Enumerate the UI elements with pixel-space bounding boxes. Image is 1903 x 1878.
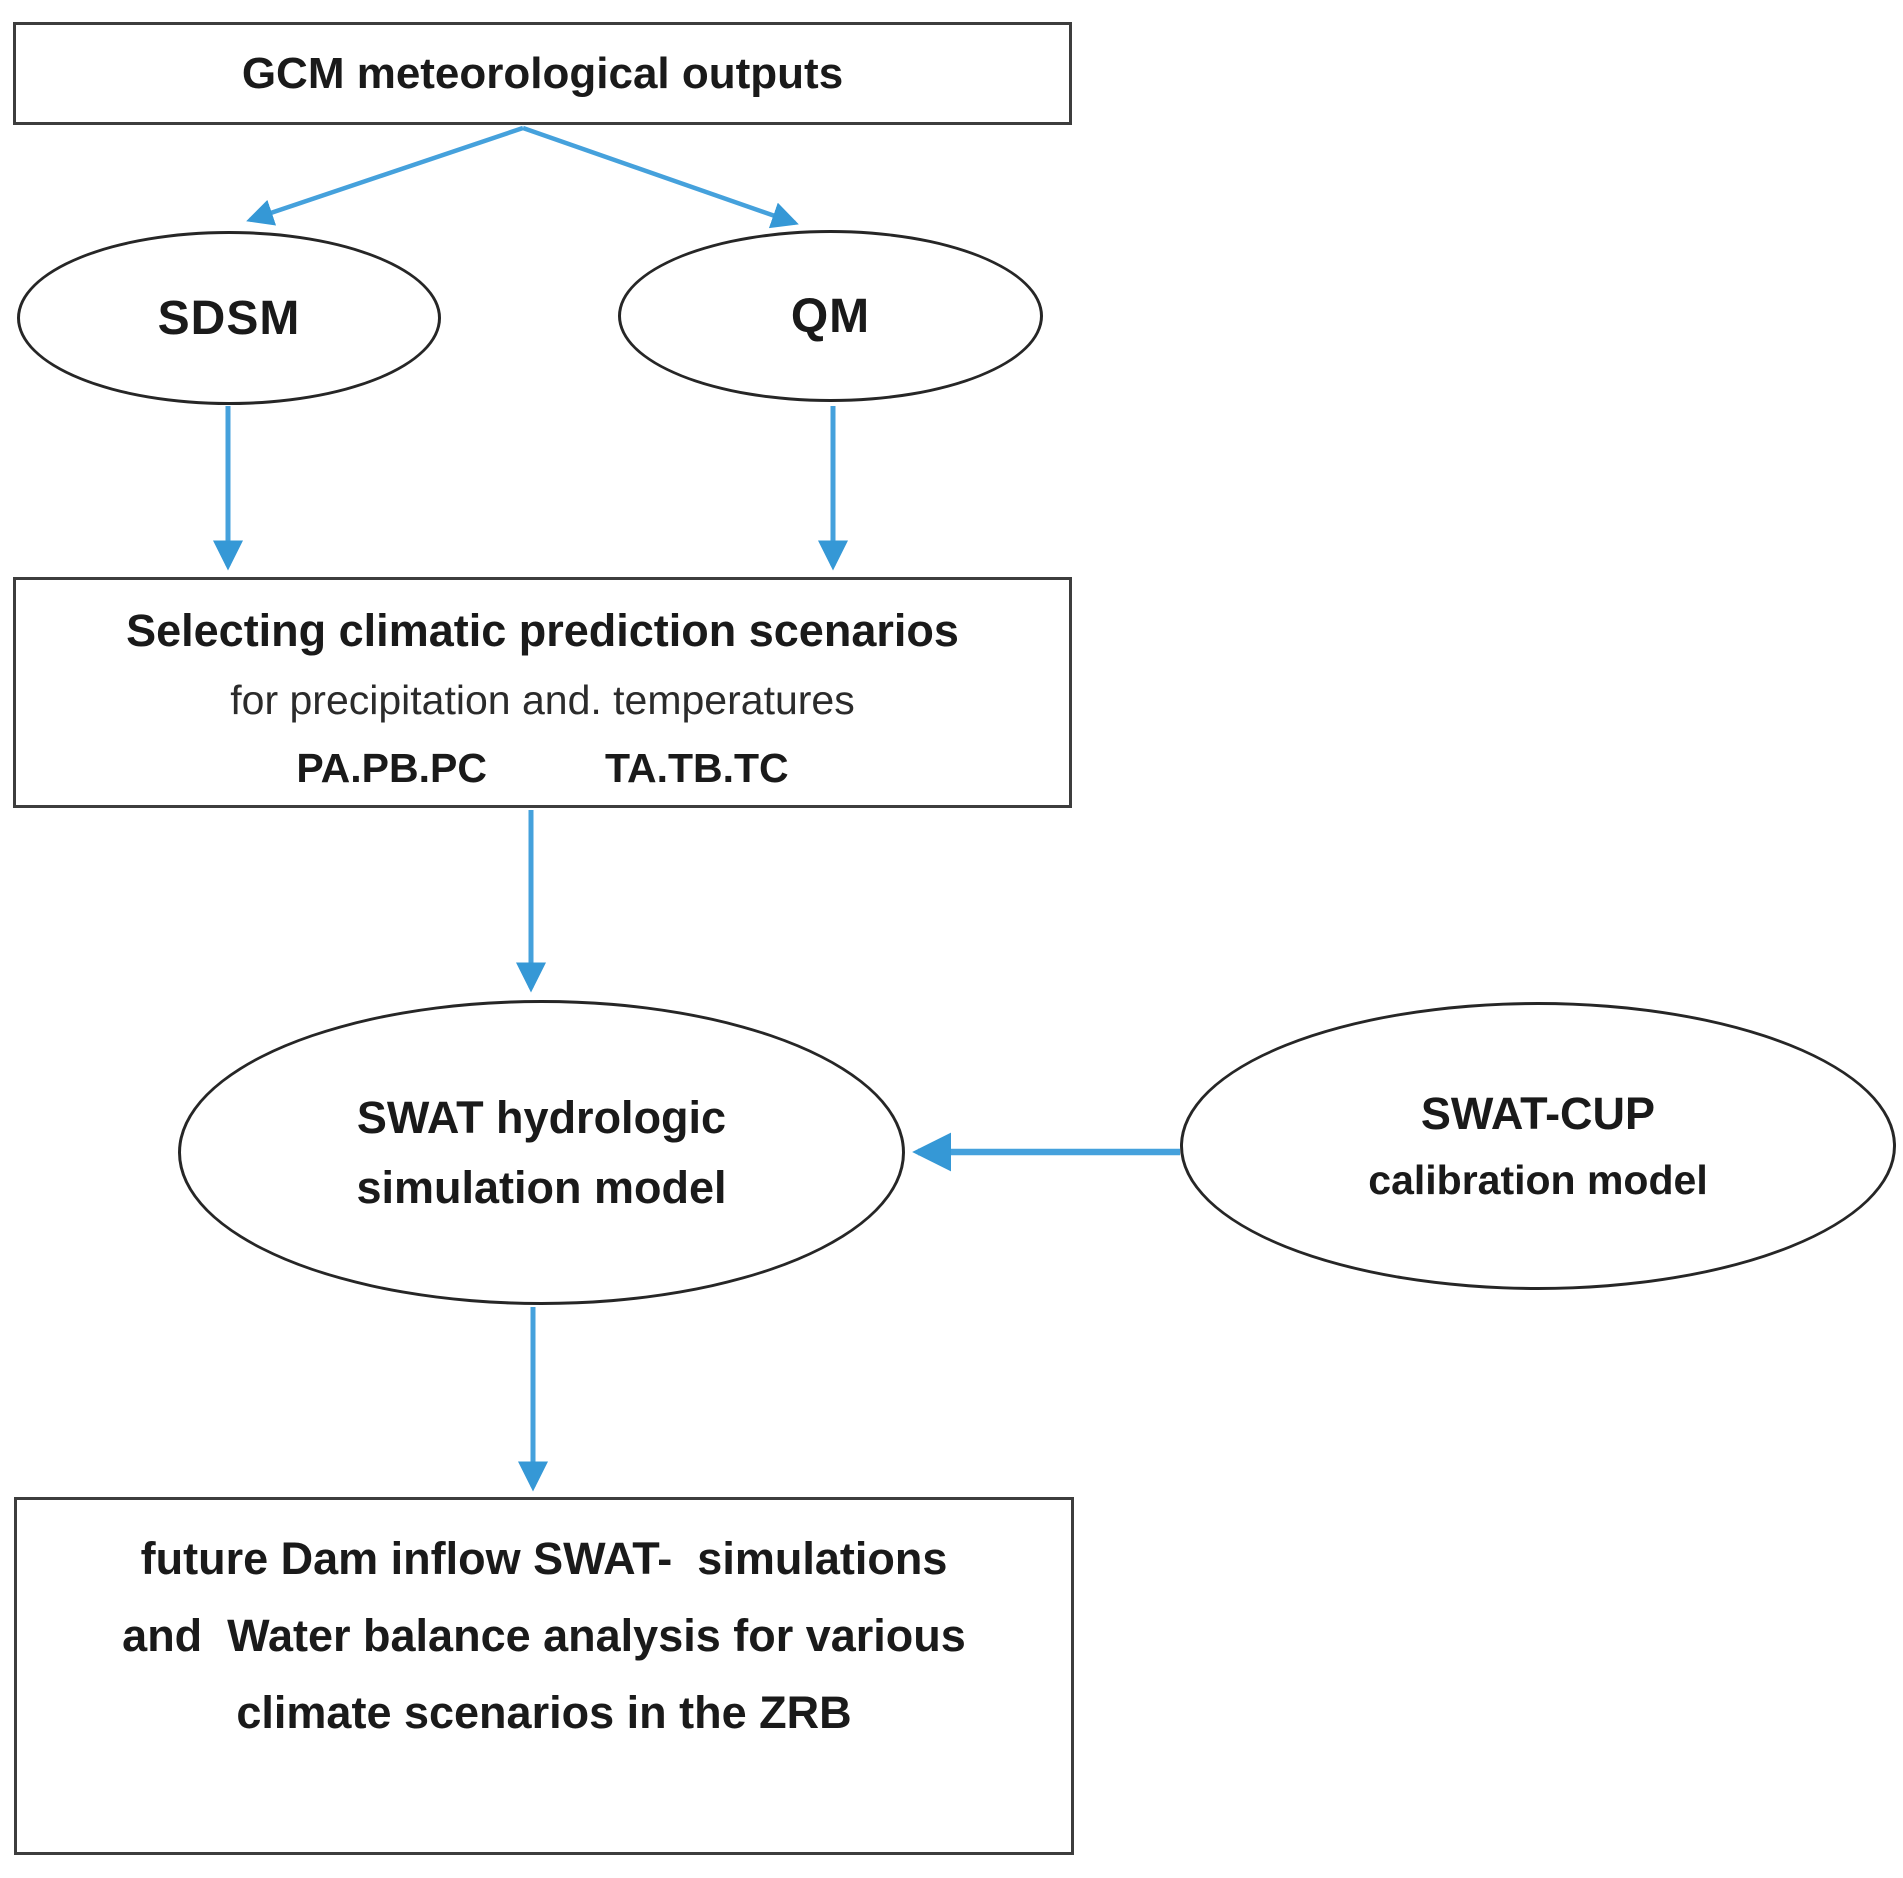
swat-cup-label-line2: calibration model xyxy=(1368,1157,1708,1203)
temperature-scenarios-label: TA.TB.TC xyxy=(604,745,789,791)
future-dam-inflow-box: future Dam inflow SWAT- simulations and … xyxy=(14,1497,1074,1855)
future-box-line1: future Dam inflow SWAT- simulations xyxy=(140,1533,948,1584)
sdsm-ellipse: SDSM xyxy=(17,231,441,405)
sdsm-label: SDSM xyxy=(157,291,301,345)
arrow-gcm-to-sdsm xyxy=(246,125,524,226)
future-box-line2: and Water balance analysis for various xyxy=(122,1610,966,1661)
swat-model-label-line1: SWAT hydrologic xyxy=(356,1091,727,1143)
arrow-gcm-to-qm xyxy=(522,125,799,229)
swat-model-ellipse: SWAT hydrologic simulation model xyxy=(178,1000,905,1305)
selection-title: Selecting climatic prediction scenarios xyxy=(126,605,959,656)
qm-label: QM xyxy=(790,289,871,343)
swat-cup-ellipse: SWAT-CUP calibration model xyxy=(1180,1002,1896,1290)
swat-model-label-line2: simulation model xyxy=(356,1161,727,1213)
swat-cup-label-line1: SWAT-CUP xyxy=(1420,1088,1656,1139)
precipitation-scenarios-label: PA.PB.PC xyxy=(296,745,487,791)
gcm-outputs-label: GCM meteorological outputs xyxy=(241,48,844,98)
selection-scenario-codes: PA.PB.PC TA.TB.TC xyxy=(296,734,788,802)
selection-subtitle: for precipitation and. temperatures xyxy=(230,677,855,723)
gcm-outputs-box: GCM meteorological outputs xyxy=(13,22,1072,125)
selection-scenarios-box: Selecting climatic prediction scenarios … xyxy=(13,577,1072,808)
future-box-line3: climate scenarios in the ZRB xyxy=(236,1687,852,1738)
qm-ellipse: QM xyxy=(618,230,1043,402)
